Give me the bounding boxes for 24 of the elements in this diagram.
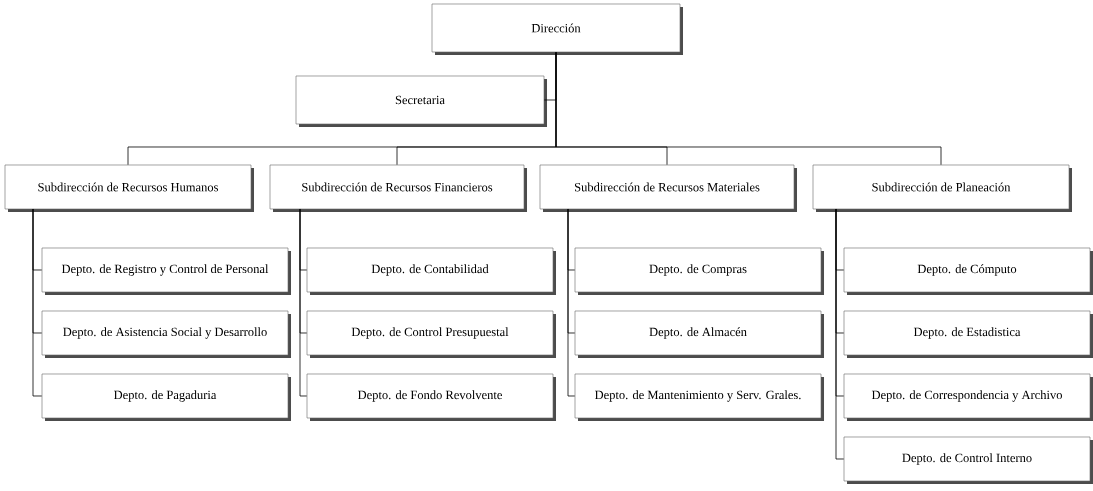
org-box: Subdirección de Recursos Materiales: [539, 164, 797, 212]
org-box: Depto. de Correspondencia y Archivo: [843, 373, 1093, 421]
connector-line: [32, 208, 43, 397]
org-box: Depto. de Asistencia Social y Desarrollo: [41, 310, 291, 358]
org-box: Depto. de Pagaduria: [41, 373, 291, 421]
org-box: Depto. de Contabilidad: [306, 247, 556, 295]
org-box: Dirección: [431, 3, 683, 55]
connector-line: [835, 208, 845, 460]
org-box: Secretaria: [295, 75, 547, 127]
org-box: Subdirección de Recursos Humanos: [4, 164, 254, 212]
org-box: Depto. de Control Presupuestal: [306, 310, 556, 358]
org-box: Depto. de Registro y Control de Personal: [41, 247, 291, 295]
org-box: Subdirección de Recursos Financieros: [269, 164, 527, 212]
org-box: Depto. de Estadistica: [843, 310, 1093, 358]
org-box: Depto. de Almacén: [574, 310, 824, 358]
org-box: Depto. de Control Interno: [843, 436, 1093, 484]
connector-line: [567, 208, 576, 397]
org-box: Depto. de Fondo Revolvente: [306, 373, 556, 421]
org-box: Depto. de Compras: [574, 247, 824, 295]
org-box: Depto. de Cómputo: [843, 247, 1093, 295]
org-box: Depto. de Mantenimiento y Serv. Grales.: [574, 373, 824, 421]
connector-line: [299, 208, 308, 397]
org-box: Subdirección de Planeación: [812, 164, 1072, 212]
connector-line: [555, 51, 942, 166]
